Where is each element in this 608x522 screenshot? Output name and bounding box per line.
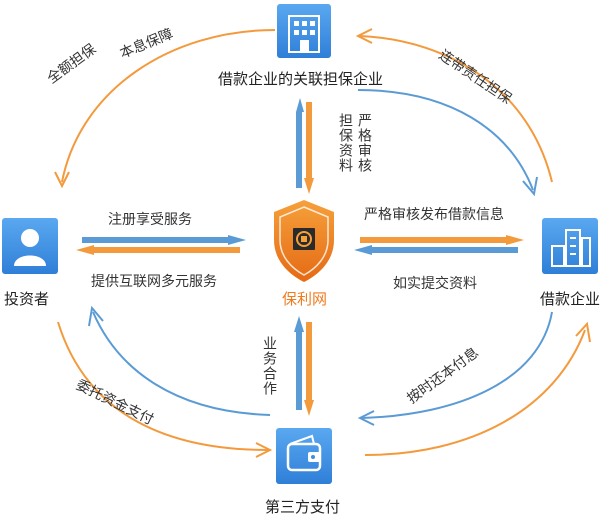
guarantor-label: 借款企业的关联担保企业 (218, 70, 384, 88)
arrow-guarantor-platform (296, 98, 314, 194)
arc-borrower-to-payment (357, 311, 553, 426)
label-guarantee-materials: 担保资料 (337, 113, 353, 173)
label-business-cooperation: 业务合作 (261, 336, 277, 396)
arc-borrower-to-guarantor (355, 28, 553, 183)
arc-guarantor-to-borrower (357, 89, 538, 197)
investor-node (2, 218, 58, 274)
platform-label: 保利网 (282, 290, 328, 308)
borrower-label: 借款企业 (540, 290, 601, 308)
label-internet-services: 提供互联网多元服务 (91, 274, 217, 290)
label-truthful-materials: 如实提交资料 (393, 276, 477, 292)
wallet-icon (276, 428, 332, 484)
label-strict-review-vertical: 严格审核 (356, 113, 372, 173)
arc-payment-to-investor (88, 305, 271, 416)
arc-guarantor-to-investor (54, 29, 276, 189)
guarantor-node (277, 4, 331, 58)
label-strict-review-publish: 严格审核发布借款信息 (364, 207, 504, 223)
platform-node (274, 200, 334, 282)
payment-node (276, 428, 332, 484)
arrow-investor-platform (76, 235, 246, 255)
arrow-platform-borrower (354, 235, 524, 255)
investor-label: 投资者 (4, 290, 50, 308)
payment-label: 第三方支付 (265, 498, 341, 516)
arc-investor-to-payment (57, 321, 273, 458)
label-register-services: 注册享受服务 (108, 212, 192, 228)
borrower-node (542, 218, 598, 274)
arrow-platform-payment (294, 316, 314, 416)
arc-payment-to-borrower (364, 321, 591, 456)
